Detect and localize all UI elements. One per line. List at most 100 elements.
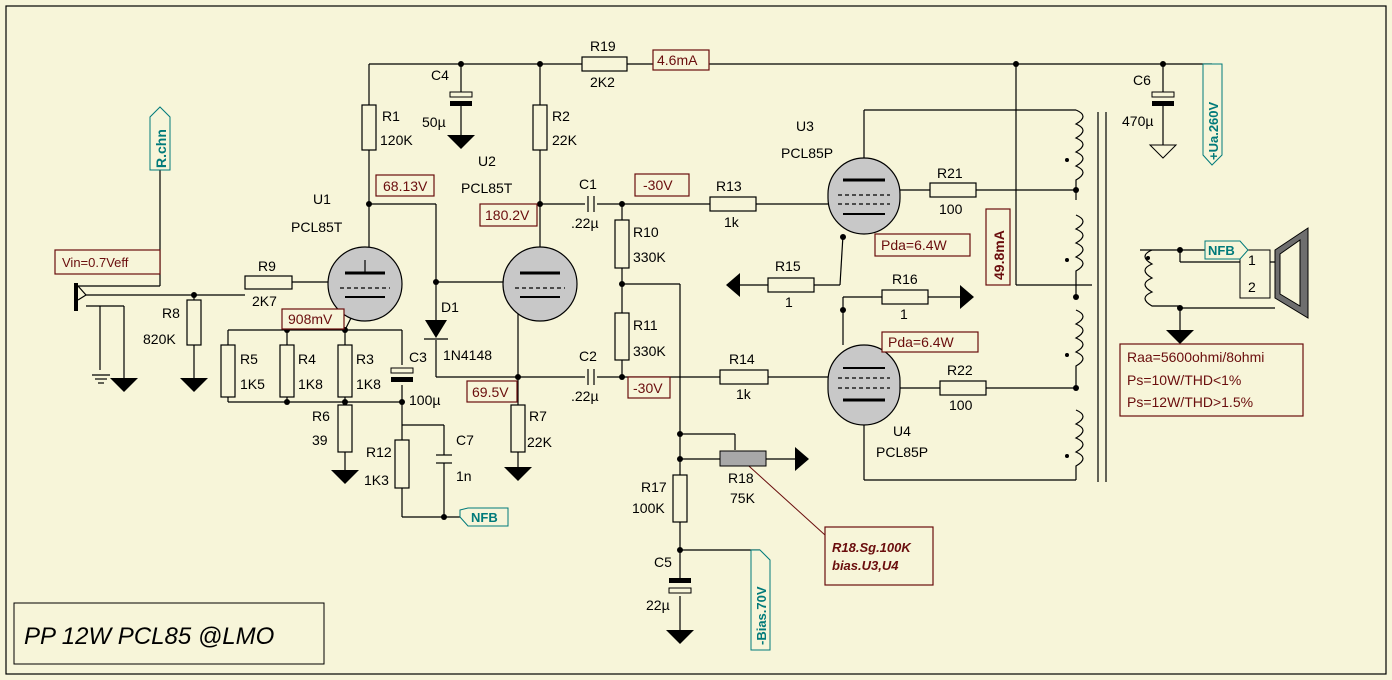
r19-current-value: 4.6mA (657, 52, 698, 68)
capacitor-c4: C4 50µ (422, 67, 473, 135)
c1-value: .22µ (571, 215, 599, 231)
title: PP 12W PCL85 @LMO (24, 623, 274, 650)
c6-ref: C6 (1133, 72, 1151, 88)
c2-value: .22µ (571, 388, 599, 404)
r17-value: 100K (632, 500, 665, 516)
supply-label: +Ua.260V (1206, 101, 1221, 160)
resistor-r6: R6 39 (312, 404, 353, 453)
arrow-symbols (726, 273, 974, 471)
capacitor-c6: C6 470µ (1122, 72, 1175, 145)
pda-u4-value: Pda=6.4W (888, 334, 955, 350)
port-nfb-output: NFB (1204, 240, 1249, 260)
capacitor-c7: C7 1n (436, 432, 474, 484)
c2-ref: C2 (579, 348, 597, 364)
r19-ref: R19 (590, 38, 616, 54)
bias-label: -Bias.70V (754, 586, 769, 645)
u2-ref: U2 (478, 153, 496, 169)
output-transformer (1065, 109, 1180, 482)
grid-u4-value: -30V (633, 380, 663, 396)
c6-value: 470µ (1122, 113, 1153, 129)
r22-value: 100 (949, 397, 973, 413)
r14-ref: R14 (729, 351, 755, 367)
title-box (13, 602, 325, 665)
r8-value: 820K (143, 331, 176, 347)
r10-value: 330K (633, 249, 666, 265)
u1-type: PCL85T (291, 219, 343, 235)
input-jack[interactable] (74, 283, 110, 384)
port-rchn: R.chn (149, 106, 171, 171)
c7-value: 1n (456, 468, 472, 484)
resistor-r18[interactable]: R18 75K (719, 450, 767, 506)
r9-ref: R9 (258, 258, 276, 274)
u4-type: PCL85P (876, 444, 928, 460)
r10-ref: R10 (633, 224, 659, 240)
r4-ref: R4 (298, 351, 316, 367)
probe-vin: Vin=0.7Veff (54, 249, 161, 275)
r18-value: 75K (730, 490, 756, 506)
probe-pda-u4: Pda=6.4W (881, 331, 979, 353)
resistor-r7: R7 22K (510, 404, 553, 453)
u2-cathode-value: 69.5V (472, 384, 509, 400)
r19-value: 2K2 (590, 74, 615, 90)
resistor-r1: R1 120K (361, 104, 413, 151)
u4-ref: U4 (893, 423, 911, 439)
r5-ref: R5 (240, 351, 258, 367)
resistor-r19: R19 2K2 (581, 38, 628, 90)
tube-u1: U1 PCL85T (291, 191, 403, 322)
r16-value: 1 (900, 306, 908, 322)
u2-type: PCL85T (461, 180, 513, 196)
nfb-input-label: NFB (471, 510, 498, 525)
r8-ref: R8 (162, 305, 180, 321)
probe-grid-u3: -30V (634, 173, 690, 197)
tube-u2: U2 PCL85T (461, 153, 578, 322)
r15-value: 1 (785, 294, 793, 310)
u2-plate-value: 180.2V (485, 207, 530, 223)
resistor-r21: R21 100 (929, 165, 977, 217)
grid-u3-value: -30V (643, 177, 673, 193)
resistor-r12: R12 1K3 (364, 439, 410, 489)
resistor-r10: R10 330K (614, 219, 666, 269)
r4-value: 1K8 (298, 376, 323, 392)
u3-ref: U3 (796, 118, 814, 134)
r17-ref: R17 (641, 479, 667, 495)
r2-value: 22K (552, 132, 578, 148)
wires (78, 63, 1275, 630)
c3-ref: C3 (409, 349, 427, 365)
resistor-r4: R4 1K8 (279, 344, 323, 398)
r13-value: 1k (724, 214, 740, 230)
r5-value: 1K5 (240, 376, 265, 392)
r3-ref: R3 (356, 351, 374, 367)
probe-u2-plate: 180.2V (479, 203, 538, 227)
r13-ref: R13 (716, 178, 742, 194)
c7-ref: C7 (456, 432, 474, 448)
nfb-output-label: NFB (1208, 243, 1235, 258)
c5-ref: C5 (654, 554, 672, 570)
r9-value: 2K7 (252, 293, 277, 309)
resistor-r5: R5 1K5 (220, 344, 265, 398)
u1-cathode-value: 908mV (288, 311, 333, 327)
resistor-r16: R16 1 (881, 271, 929, 322)
probe-r19-current: 4.6mA (652, 49, 710, 71)
r11-value: 330K (633, 343, 666, 359)
tube-u4: U4 PCL85P (827, 344, 928, 460)
probe-u2-cathode: 69.5V (466, 380, 518, 403)
note-spec: Raa=5600ohmi/8ohmi Ps=10W/THD<1% Ps=12W/… (1119, 343, 1304, 417)
resistor-r2: R2 22K (532, 104, 578, 151)
r18-note-line1: R18.Sg.100K (832, 540, 912, 555)
r16-ref: R16 (892, 271, 918, 287)
resistor-r15: R15 1 (767, 258, 815, 310)
ground-symbols (110, 135, 1194, 644)
r2-ref: R2 (552, 108, 570, 124)
capacitor-c5: C5 22µ (646, 554, 692, 613)
spec-line3: Ps=12W/THD>1.5% (1127, 394, 1253, 410)
capacitor-c3: C3 100µ (390, 349, 440, 408)
r12-value: 1K3 (364, 472, 389, 488)
resistor-r9: R9 2K7 (244, 258, 293, 309)
speaker-pin-2: 2 (1248, 279, 1256, 295)
u3-type: PCL85P (781, 145, 833, 161)
r7-ref: R7 (529, 408, 547, 424)
probe-pda-u3: Pda=6.4W (874, 233, 971, 257)
vin-value: Vin=0.7Veff (62, 255, 129, 270)
